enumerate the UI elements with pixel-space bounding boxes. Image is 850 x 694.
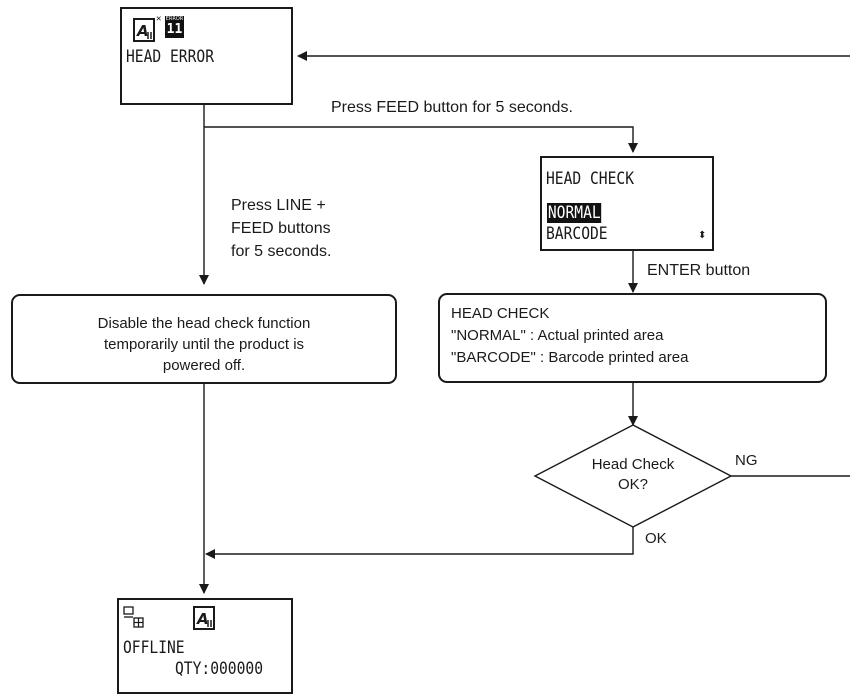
- qty-text: QTY:000000: [175, 659, 264, 679]
- decision-text: Head Check OK?: [553, 455, 713, 495]
- print-head-icon-offline: A: [193, 606, 215, 630]
- up-down-arrow-icon: ⬍: [698, 230, 707, 241]
- decision-line1: Head Check: [591, 456, 675, 473]
- ok-label: OK: [645, 530, 667, 547]
- line-feed-step-line2: FEED buttons: [231, 220, 331, 237]
- head-error-screen: A ✕ ERROR 11 HEAD ERROR: [120, 7, 293, 105]
- decision-diamond: [533, 424, 733, 528]
- ng-label: NG: [735, 452, 758, 469]
- svg-text:A: A: [196, 610, 209, 628]
- error-x-icon: ✕: [156, 14, 162, 24]
- head-check-info-barcode: "BARCODE" : Barcode printed area: [451, 349, 689, 366]
- head-check-option-barcode: BARCODE: [546, 224, 608, 244]
- error-badge: ERROR 11: [165, 16, 184, 38]
- ok-line: [205, 527, 634, 559]
- head-error-text: HEAD ERROR: [126, 47, 215, 67]
- network-icon: [123, 606, 144, 628]
- head-check-info-title: HEAD CHECK: [451, 305, 550, 322]
- offline-text: OFFLINE: [123, 638, 185, 658]
- disable-head-check-box: Disable the head check function temporar…: [11, 294, 397, 384]
- enter-step-label: ENTER button: [647, 262, 751, 279]
- line-feed-step-line1: Press LINE +: [231, 197, 326, 214]
- head-check-info-normal: "NORMAL" : Actual printed area: [451, 327, 664, 344]
- disable-line2: temporarily until the product is: [103, 336, 305, 353]
- error-badge-code: 11: [166, 22, 183, 37]
- line-feed-step-line3: for 5 seconds.: [231, 243, 332, 260]
- svg-text:A: A: [136, 22, 149, 40]
- feed-branch-line: [204, 126, 638, 153]
- print-head-icon: A: [133, 18, 155, 42]
- disable-line1: Disable the head check function: [97, 315, 311, 332]
- selected-option-highlight: NORMAL: [547, 203, 602, 223]
- disable-line3: powered off.: [162, 357, 246, 374]
- head-check-info-box: HEAD CHECK "NORMAL" : Actual printed are…: [438, 293, 827, 383]
- head-check-screen: HEAD CHECK NORMAL BARCODE ⬍: [540, 156, 714, 251]
- decision-line2: OK?: [617, 476, 648, 493]
- head-check-title: HEAD CHECK: [546, 169, 635, 189]
- feed-step-label: Press FEED button for 5 seconds.: [331, 99, 573, 116]
- head-check-option-normal: NORMAL: [547, 203, 602, 223]
- error-badge-label: ERROR: [165, 16, 184, 22]
- offline-screen: A OFFLINE QTY:000000: [117, 598, 293, 694]
